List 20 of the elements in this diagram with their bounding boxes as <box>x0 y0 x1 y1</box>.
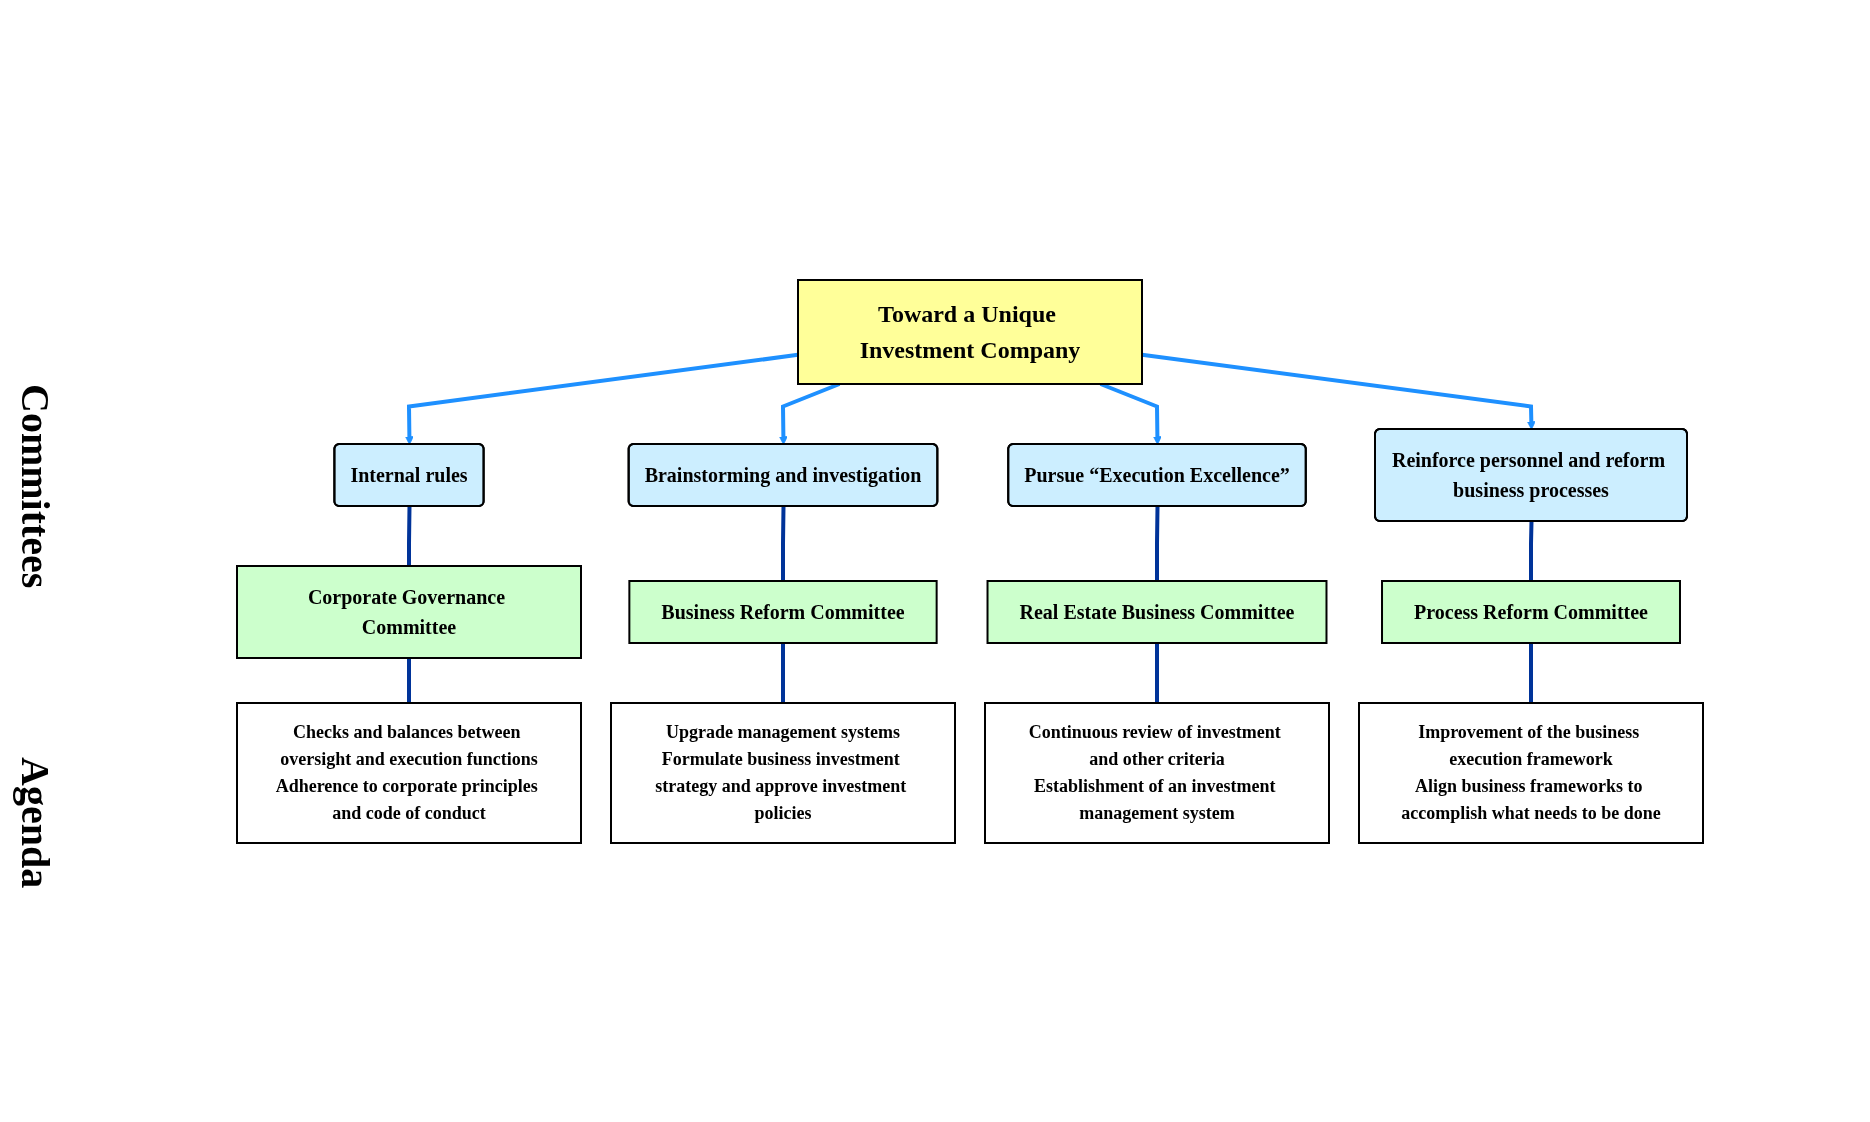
row-label: Committees <box>11 384 59 589</box>
node-box: Business Reform Committee <box>628 579 938 644</box>
connector <box>407 657 411 703</box>
connector <box>781 642 785 703</box>
connector <box>1155 642 1159 703</box>
connector <box>781 505 786 581</box>
connector <box>1529 520 1534 581</box>
node-box: Real Estate Business Committee <box>986 579 1328 644</box>
node-box: Toward a Unique Investment Company <box>797 278 1143 385</box>
node-box: Continuous review of investment and other criteria Establishment of an investment management system <box>984 701 1330 844</box>
node-box: Process Reform Committee <box>1381 579 1681 644</box>
row-label: Agenda <box>11 756 59 888</box>
node-box: Upgrade management systems Formulate business investment strategy and approve investment policies <box>610 701 956 844</box>
connector <box>1155 505 1160 581</box>
connector <box>407 505 412 566</box>
node-box: Improvement of the business execution framework Align business frameworks to accomplish what needs to be done <box>1358 701 1704 844</box>
connector <box>1529 642 1533 703</box>
arrow <box>405 352 799 445</box>
node-box: Checks and balances between oversight and execution functions Adherence to corporate principles and code of conduct <box>236 701 582 844</box>
node-box: Corporate Governance Committee <box>236 564 582 659</box>
